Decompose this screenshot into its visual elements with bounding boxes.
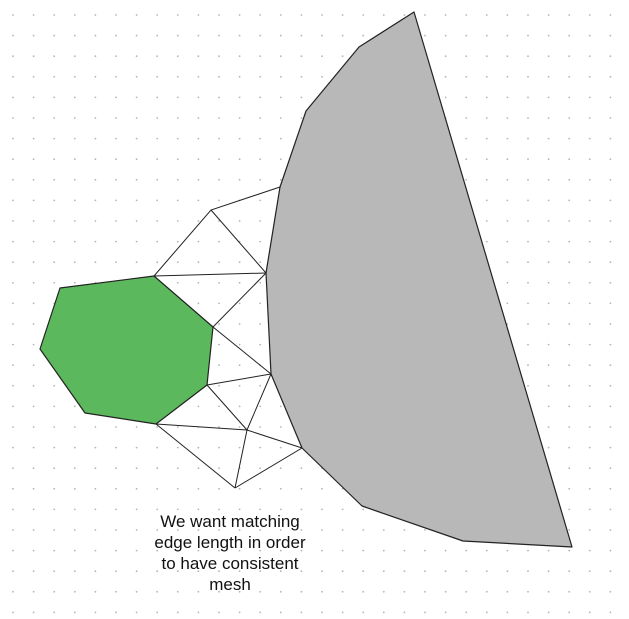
mesh-edge [212,272,267,328]
caption-line: We want matching [160,512,300,531]
caption-line: to have consistent [161,554,299,573]
mesh-edge [206,373,272,386]
mesh-edge [234,447,303,489]
green-heptagon [39,275,214,425]
mesh-edge [206,384,248,431]
mesh-edge [234,429,248,489]
triangle-mesh [153,186,303,489]
mesh-edge [155,423,248,431]
mesh-edge [153,186,281,277]
caption: We want matching edge length in order to… [130,511,330,595]
mesh-edge [210,209,267,274]
caption-line: mesh [209,575,251,594]
caption-line: edge length in order [154,533,306,552]
mesh-edge [246,429,303,449]
gray-region-polygon [265,11,573,548]
mesh-edge [155,423,236,489]
mesh-edge [212,326,272,375]
mesh-edge [246,373,272,431]
mesh-edge [153,272,267,277]
